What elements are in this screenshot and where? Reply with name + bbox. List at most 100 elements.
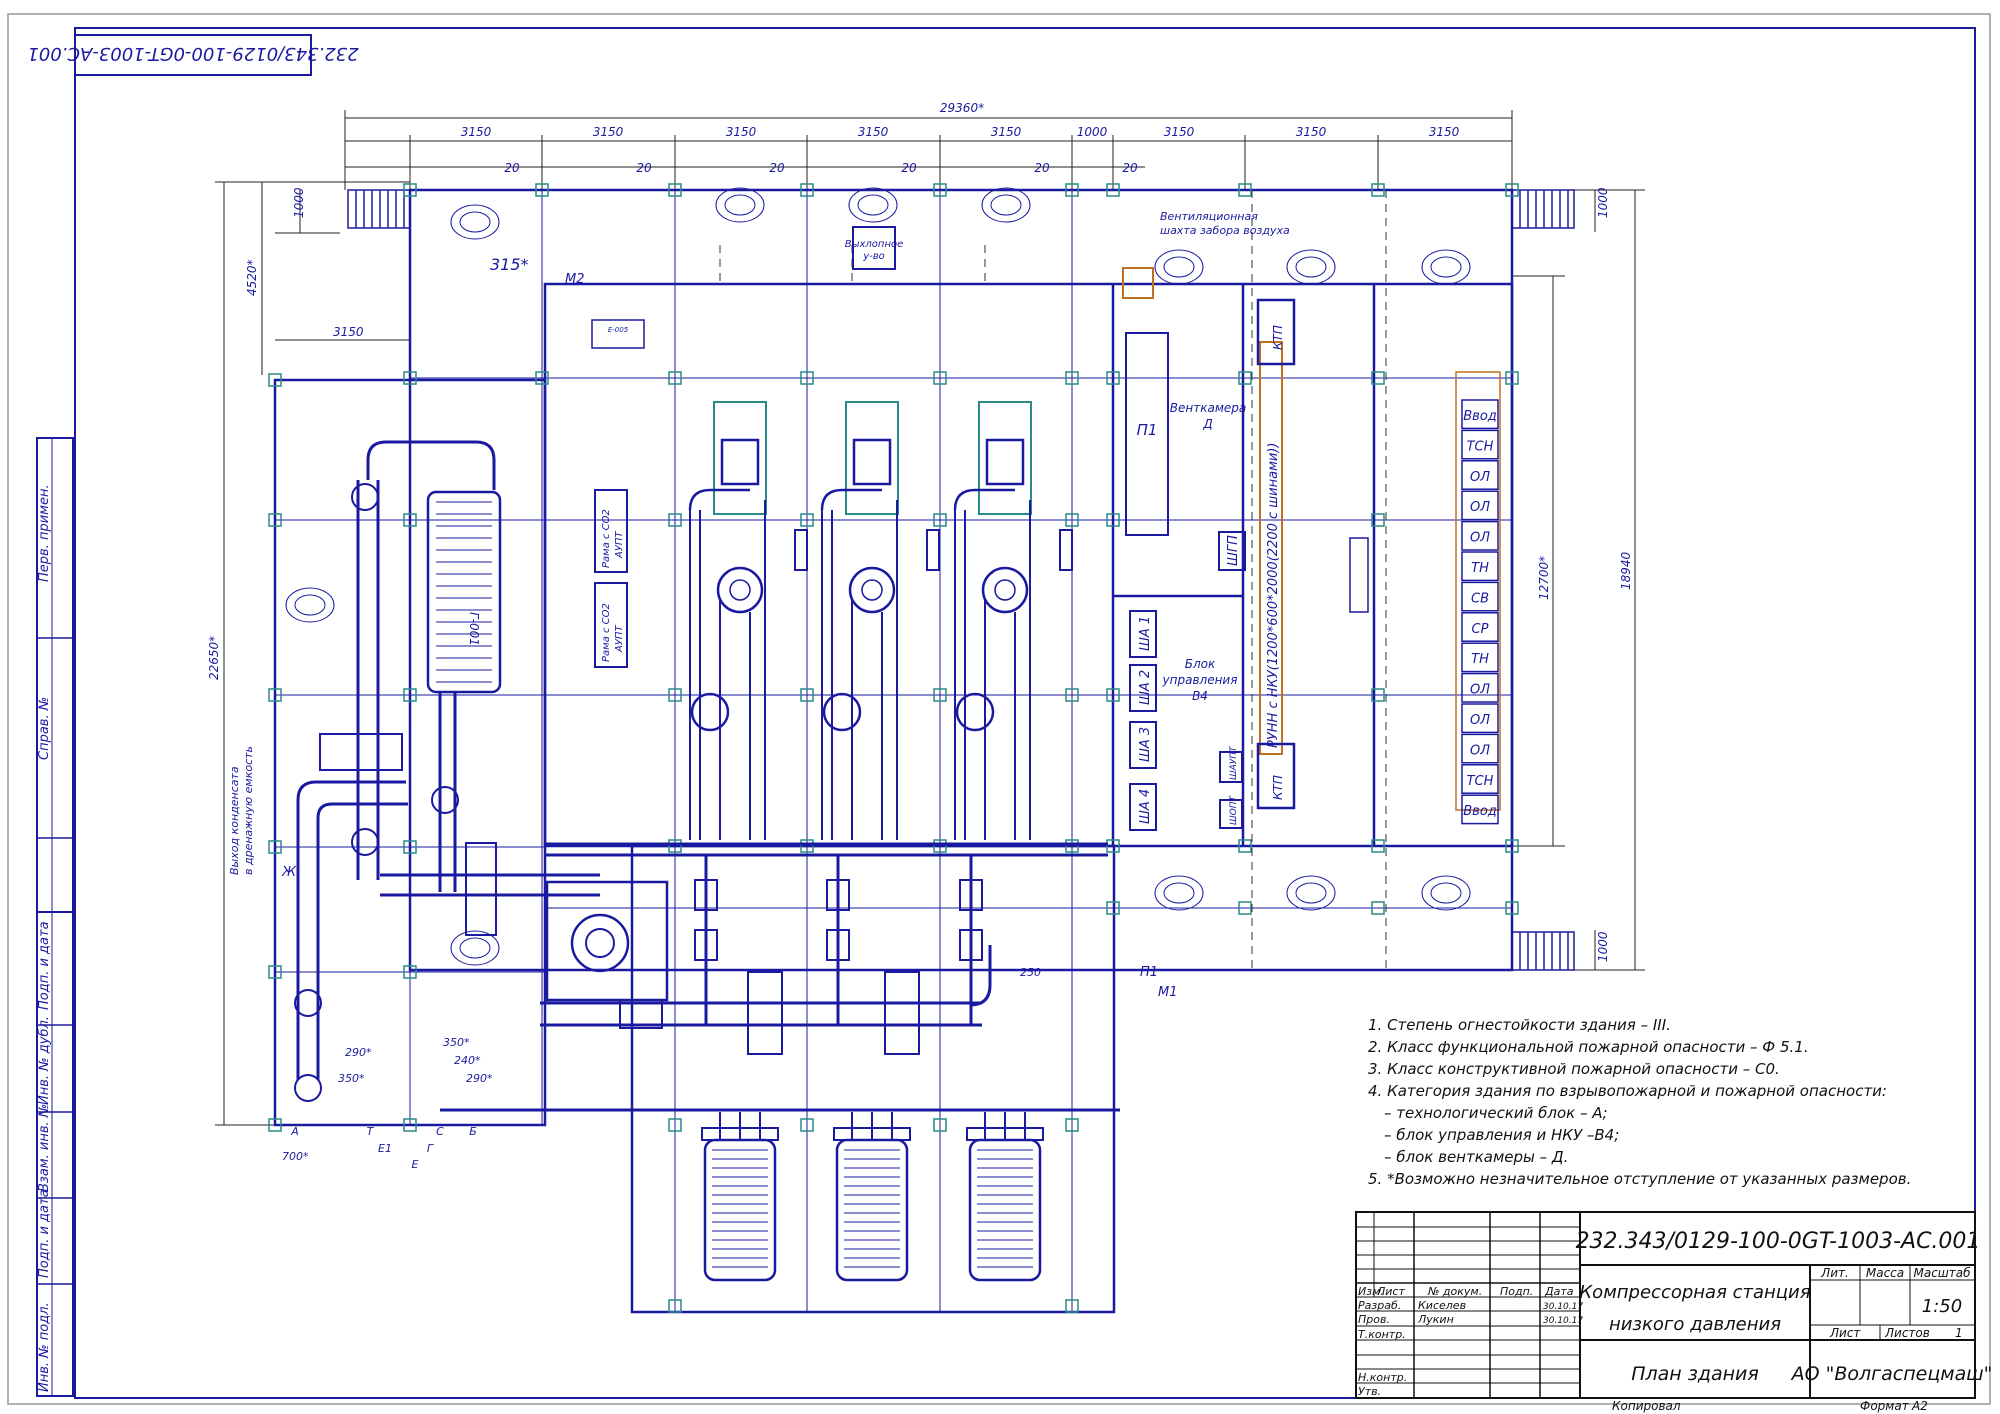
compressor-skid	[545, 880, 669, 1002]
dim-span-0: 3150	[461, 125, 492, 139]
note-4: 4. Категория здания по взрывопожарной и …	[1368, 1082, 1887, 1100]
axis-letter-T: Т	[367, 1125, 375, 1138]
floor-gratings	[285, 187, 1471, 966]
rotated-stamp-code: 232.343/0129-100-0GT-1003-AC.001	[27, 43, 358, 64]
receiver-tank	[701, 1112, 779, 1282]
rack1-label-0: Рама с СО2	[601, 509, 612, 568]
co2-rack-1	[594, 489, 628, 573]
zh-label: Ж	[281, 865, 297, 880]
inner-frame	[74, 27, 1976, 1399]
shopt-label: ШОПТ	[1229, 795, 1239, 825]
switchgear-cell-label: Ввод	[1463, 409, 1497, 424]
title-block	[1355, 1211, 1976, 1399]
condensate-label-1: в дренажную емкость	[242, 746, 255, 875]
tb-role-2: Т.контр.	[1358, 1328, 1406, 1341]
ktp-top	[1256, 298, 1296, 366]
tb-mass: Масса	[1866, 1266, 1904, 1280]
control-block-label-1: управления	[1162, 673, 1238, 687]
switchgear-cell-label: ОЛ	[1470, 713, 1490, 728]
outer-frame	[7, 13, 1991, 1405]
receiver-tank	[833, 1112, 911, 1282]
dim-290a: 290*	[345, 1046, 372, 1059]
binding-strip	[36, 437, 74, 1397]
dim-gap-5: 20	[1122, 161, 1138, 175]
switchgear-cell	[1461, 672, 1499, 703]
dim-span-6: 3150	[1164, 125, 1195, 139]
tb-copied: Копировал	[1612, 1399, 1681, 1413]
dim-span-5: 1000	[1077, 125, 1108, 139]
dim-span-8: 3150	[1429, 125, 1460, 139]
general-notes: 1. Степень огнестойкости здания – III. 2…	[1368, 1014, 1928, 1190]
condensate-label-0: Выход конденсата	[228, 766, 241, 875]
tb-date-1: 30.10.17	[1543, 1316, 1583, 1326]
tb-col-doc: № докум.	[1427, 1285, 1482, 1298]
vessel-g001	[426, 490, 502, 694]
cooler-2	[884, 971, 920, 1055]
dashed-partitions	[719, 190, 1387, 970]
dim-gap-2: 20	[769, 161, 785, 175]
tb-name-1: Лукин	[1417, 1313, 1454, 1326]
tb-role-0: Разраб.	[1358, 1299, 1401, 1312]
dim-overall: 29360*	[940, 101, 984, 115]
axis-letter-S: С	[436, 1125, 444, 1138]
note-4a: – технологический блок – А;	[1384, 1104, 1608, 1122]
shgp-panel	[1218, 531, 1246, 571]
p1-label: П1	[1137, 421, 1158, 439]
switchgear-cell	[1461, 399, 1499, 430]
vent-shaft-label-1: шахта забора воздуха	[1160, 224, 1290, 237]
tb-doc-code: 232.343/0129-100-0GT-1003-AC.001	[1576, 1229, 1981, 1254]
shavt-label: ШАУПТ	[1229, 745, 1239, 780]
axis-letter-A: А	[290, 1125, 299, 1138]
compressor-unit	[820, 401, 940, 1025]
valves-left	[294, 483, 459, 1102]
dim-gap-1: 20	[636, 161, 652, 175]
tb-role-5: Утв.	[1358, 1385, 1381, 1398]
side-label-5: Подп. и дата	[37, 1189, 52, 1278]
side-label-0: Перв. примен.	[37, 484, 52, 582]
control-block-label-2: В4	[1192, 689, 1208, 703]
switchgear-cell	[1461, 764, 1499, 794]
switchgear-cell	[1461, 429, 1499, 460]
axis-letter-B: Б	[469, 1125, 477, 1138]
axis-letter-E: Е	[412, 1158, 419, 1171]
ktp-bottom	[1256, 742, 1296, 810]
switchgear-cell-label: СР	[1472, 622, 1489, 637]
dim-left-height: 22650*	[207, 636, 221, 680]
note-3: 3. Класс конструктивной пожарной опаснос…	[1368, 1060, 1780, 1078]
column-grid	[275, 190, 1512, 1312]
switchgear-cell-label: ОЛ	[1470, 531, 1490, 546]
aux-unit	[1349, 537, 1369, 613]
tb-col-izm: Изм.	[1358, 1285, 1384, 1298]
left-dimensions	[215, 181, 410, 1126]
side-label-1: Справ. №	[37, 697, 52, 760]
ventkamera-label-1: Д	[1202, 417, 1212, 431]
side-label-3: Инв. № дубл.	[37, 1016, 52, 1105]
switchgear-cell	[1461, 642, 1499, 673]
control-block-label-0: Блок	[1185, 657, 1216, 671]
note-2: 2. Класс функциональной пожарной опаснос…	[1368, 1038, 1809, 1056]
switchgear-cell-label: Ввод	[1463, 804, 1497, 819]
switchgear-cell-label: СВ	[1471, 591, 1489, 606]
shgp-label: ШГП	[1226, 535, 1241, 566]
co2-rack-2	[594, 582, 628, 668]
runn-bus	[1259, 341, 1283, 755]
compressor-units	[688, 401, 1073, 1025]
switchgear-cell-label: ОЛ	[1470, 500, 1490, 515]
p1-unit	[1125, 332, 1169, 536]
tb-col-list: Лист	[1376, 1285, 1405, 1298]
vent-shaft-label-0: Вентиляционная	[1160, 210, 1258, 223]
compressor-unit	[953, 401, 1073, 1025]
tb-company: АО "Волгаспецмаш"	[1790, 1363, 1993, 1385]
dim-span-7: 3150	[1296, 125, 1327, 139]
dim-span-3: 3150	[858, 125, 889, 139]
dim-right-inner: 12700*	[1537, 556, 1551, 600]
side-label-2: Подп. и дата	[37, 921, 52, 1010]
tb-title-1: Компрессорная станция	[1579, 1282, 1810, 1303]
dim-right-bottom: 1000	[1596, 931, 1610, 962]
compressor-unit	[688, 401, 808, 1025]
dim-290b: 290*	[466, 1072, 493, 1085]
dim-span-1: 3150	[593, 125, 624, 139]
runn-label: РУНН с НКУ(1200*600*2000(2200 с шинами))	[1266, 443, 1281, 748]
